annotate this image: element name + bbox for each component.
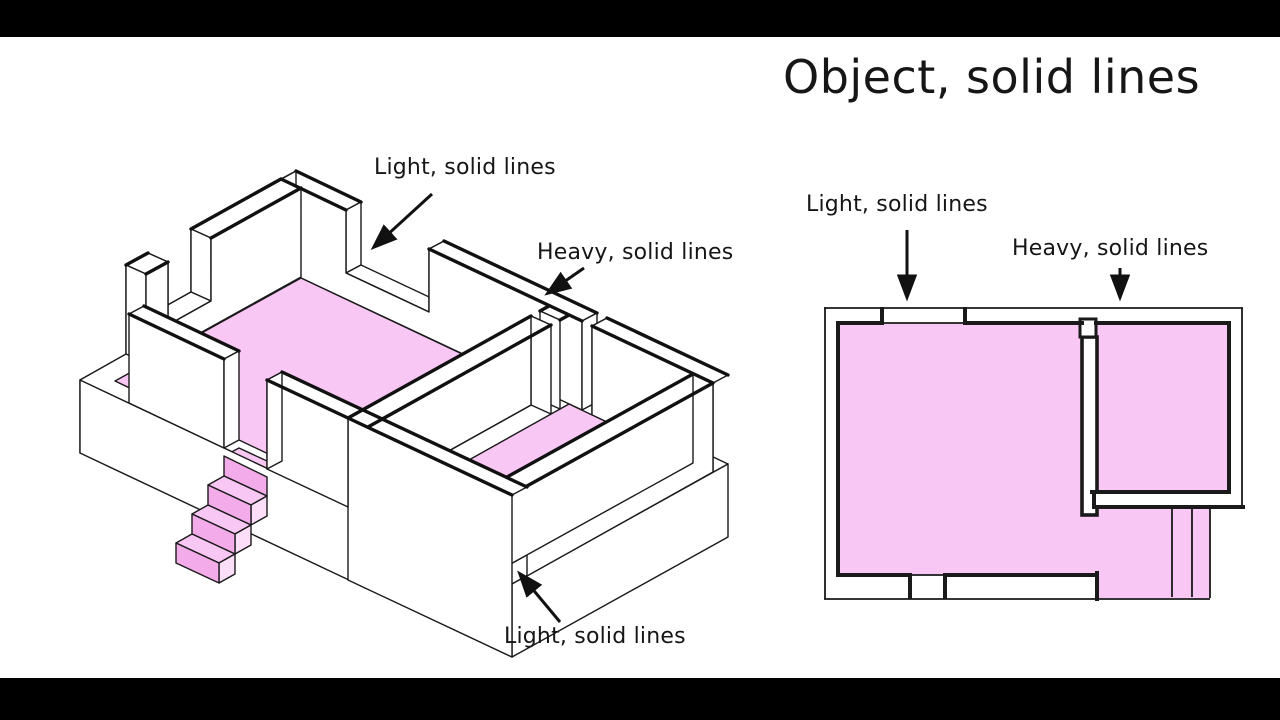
plan-label-heavy: Heavy, solid lines — [1012, 236, 1209, 261]
annotation-arrows — [370, 192, 1131, 623]
letterbox-bottom — [0, 678, 1280, 720]
letterbox-top — [0, 0, 1280, 37]
heavy-lines — [124, 169, 730, 497]
plan-label-light: Light, solid lines — [806, 192, 988, 217]
arrow-iso-light-bottom — [517, 570, 562, 623]
iso-label-heavy: Heavy, solid lines — [537, 240, 734, 265]
iso-label-light-bottom: Light, solid lines — [504, 624, 686, 649]
page-title: Object, solid lines — [783, 50, 1201, 104]
arrow-iso-heavy — [544, 266, 585, 296]
iso-label-light-top: Light, solid lines — [374, 155, 556, 180]
arrow-iso-light-top — [370, 192, 434, 251]
plan-heavy-lines — [836, 307, 1245, 601]
stairs — [175, 455, 268, 584]
isometric-view — [79, 169, 730, 658]
plan-floor — [838, 323, 1229, 598]
plan-interior-wall — [1080, 335, 1099, 517]
front-left-walls — [128, 305, 364, 508]
plan-light-lines — [824, 307, 1243, 600]
plan-view — [824, 307, 1245, 601]
